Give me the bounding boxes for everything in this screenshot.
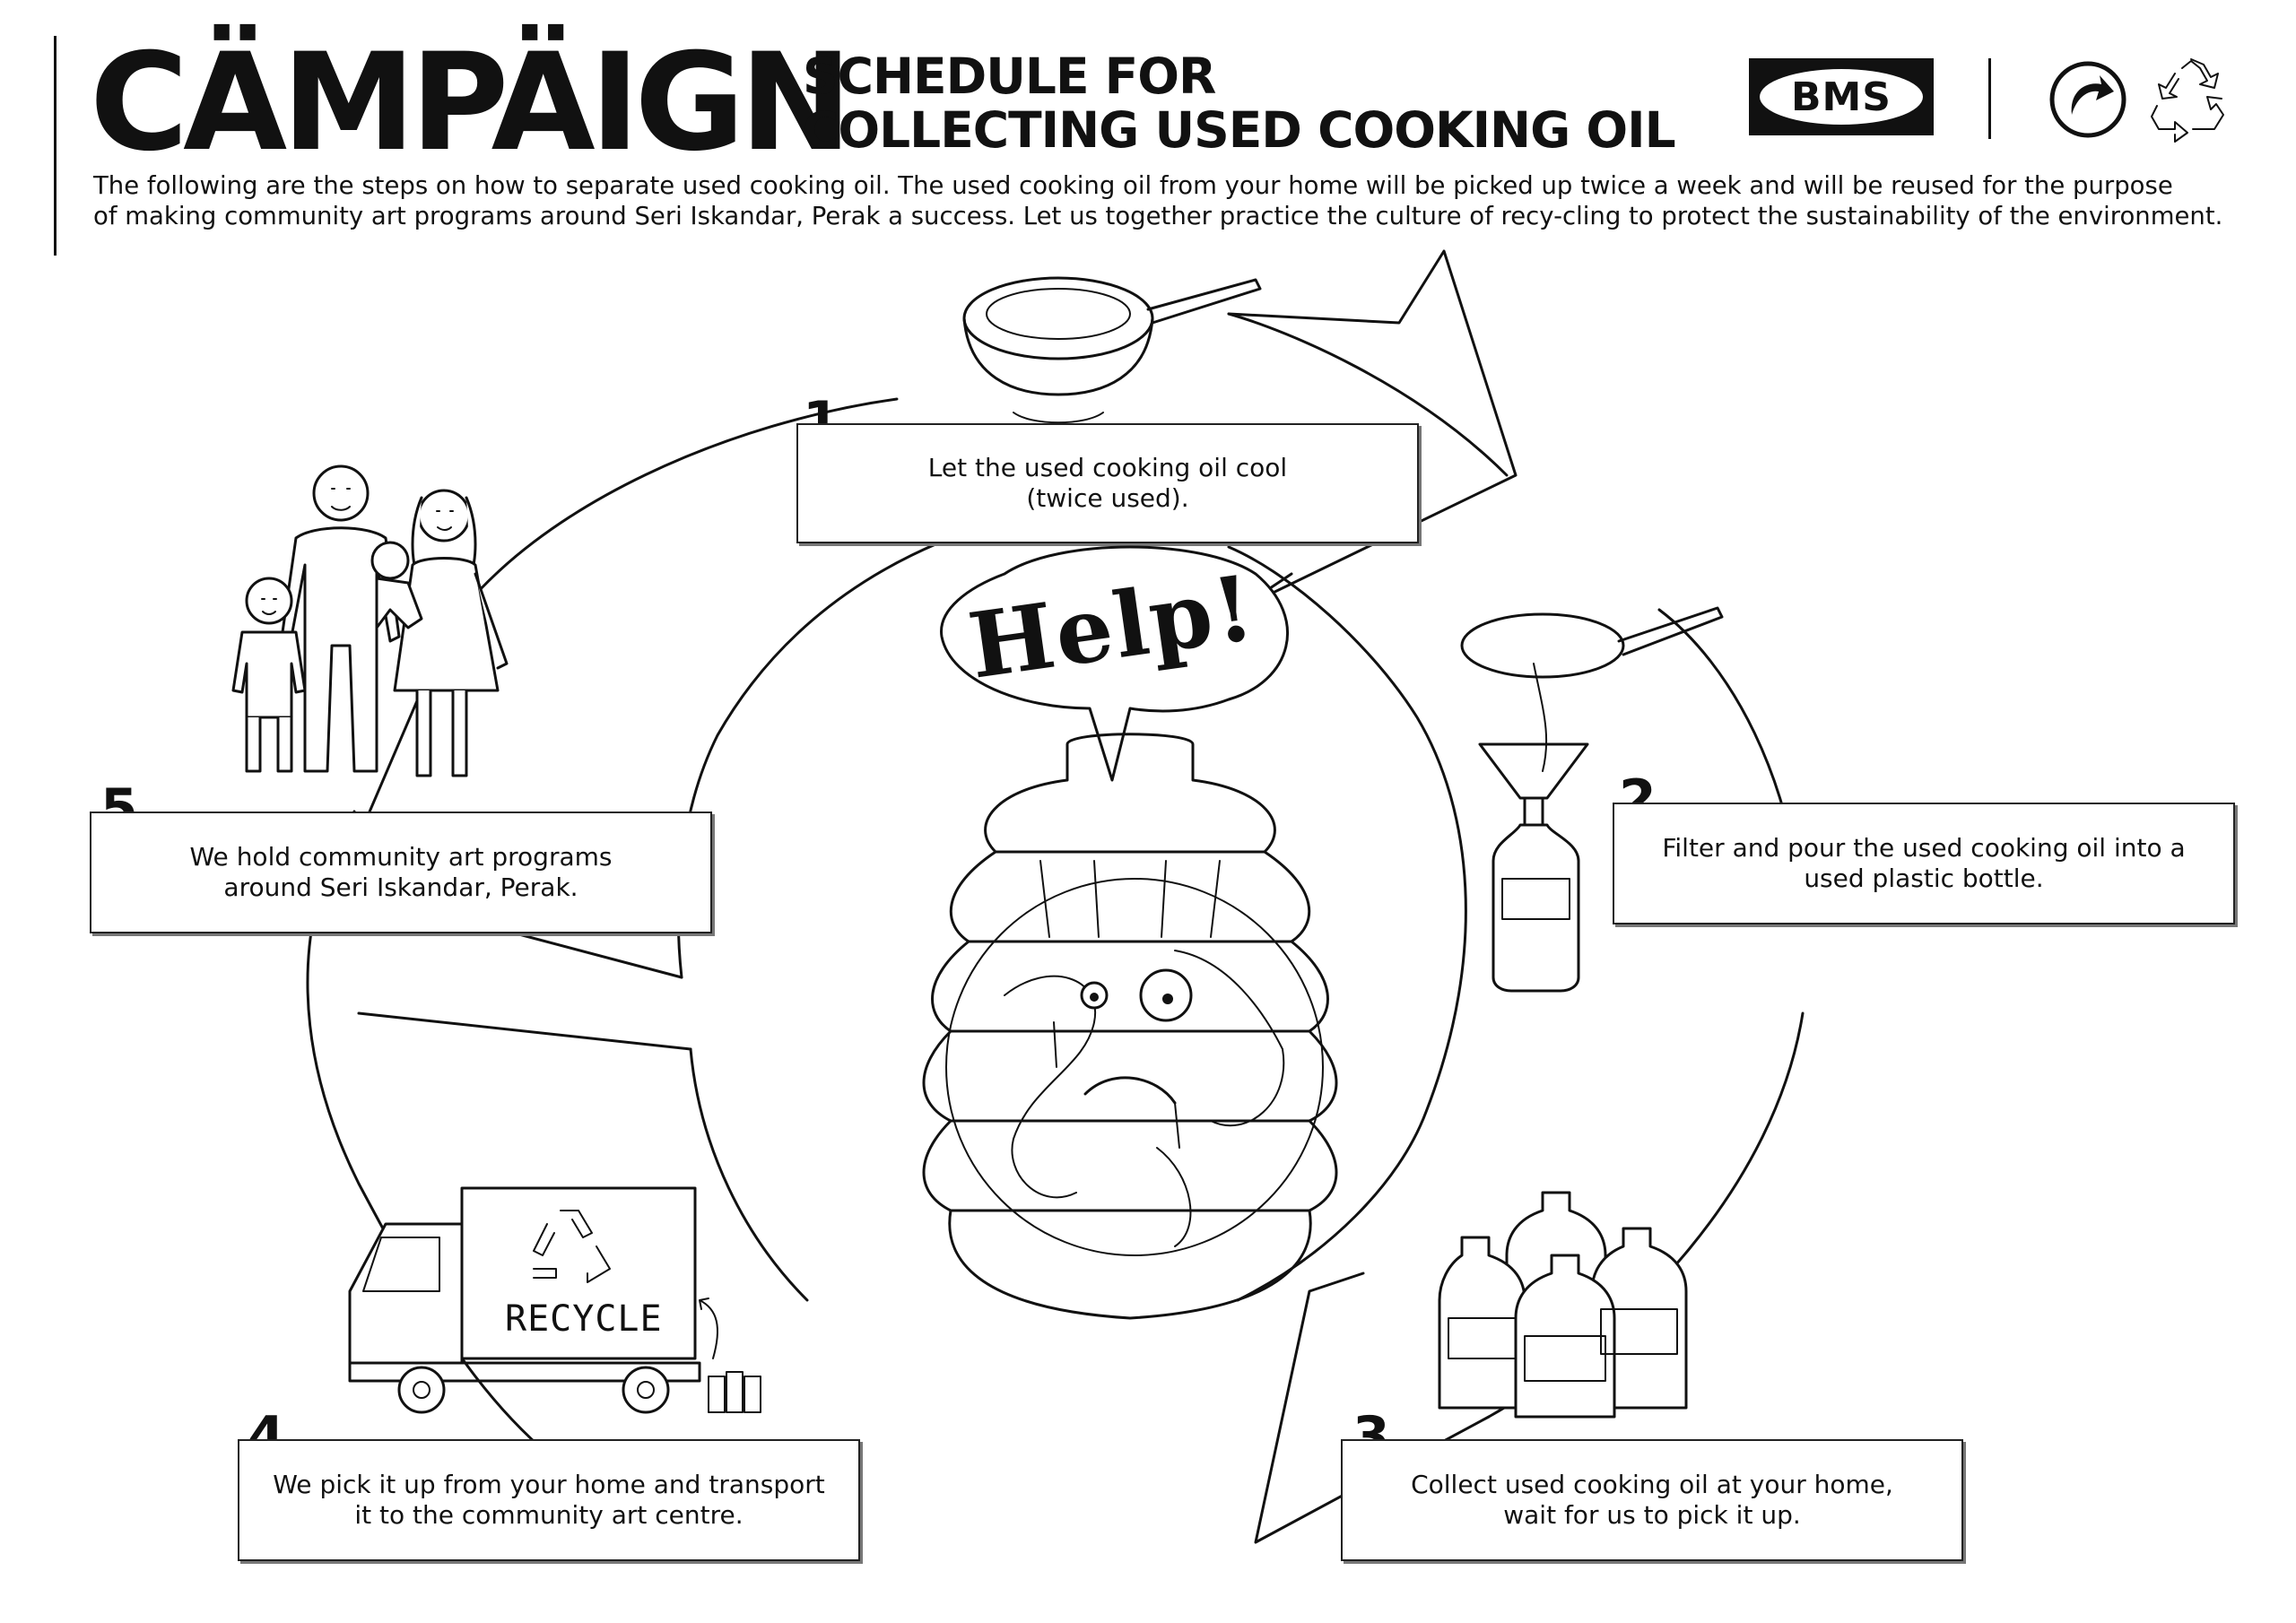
- step-2-line-2: used plastic bottle.: [1804, 864, 2044, 893]
- step-1-box: Let the used cooking oil cool (twice use…: [796, 423, 1419, 543]
- green-dot-icon: [2049, 61, 2126, 138]
- family-icon: [231, 464, 509, 777]
- subtitle-line-1: SCHEDULE FOR: [803, 48, 1216, 105]
- step-5-line-1: We hold community art programs: [189, 842, 613, 872]
- oil-bottles-icon: [1438, 1191, 1688, 1419]
- subtitle-line-2: COLLECTING USED COOKING OIL: [803, 101, 1676, 159]
- step-4-box: We pick it up from your home and transpo…: [238, 1439, 860, 1561]
- recycle-icon: [2151, 58, 2224, 143]
- step-5-box: We hold community art programs around Se…: [90, 812, 712, 933]
- step-5-line-2: around Seri Iskandar, Perak.: [223, 872, 578, 902]
- step-1-line-1: Let the used cooking oil cool: [927, 453, 1288, 482]
- campaign-subtitle: SCHEDULE FOR COLLECTING USED COOKING OIL: [803, 48, 1676, 159]
- step-2-line-1: Filter and pour the used cooking oil int…: [1662, 833, 2186, 863]
- step-3-line-2: wait for us to pick it up.: [1503, 1500, 1801, 1530]
- bottle-earth-illustration: [922, 733, 1338, 1320]
- recycle-truck-icon: [348, 1186, 761, 1414]
- speech-bubble: [940, 545, 1290, 782]
- intro-line-1: The following are the steps on how to se…: [93, 171, 2173, 200]
- step-3-line-1: Collect used cooking oil at your home,: [1411, 1470, 1893, 1499]
- bms-logo: BMS: [1749, 58, 1934, 135]
- campaign-title: CÄMPÄIGN: [90, 25, 852, 181]
- left-rule: [54, 36, 57, 256]
- step-4-line-1: We pick it up from your home and transpo…: [273, 1470, 825, 1499]
- truck-label: RECYCLE: [505, 1298, 663, 1340]
- header-divider: [1988, 58, 1991, 139]
- funnel-bottle-icon: [1460, 606, 1724, 993]
- intro-paragraph: The following are the steps on how to se…: [93, 170, 2264, 231]
- step-2-box: Filter and pour the used cooking oil int…: [1613, 803, 2235, 924]
- step-1-line-2: (twice used).: [1026, 483, 1189, 513]
- bms-logo-text: BMS: [1760, 69, 1923, 125]
- intro-line-2: of making community art programs around …: [93, 202, 2223, 230]
- step-4-line-2: it to the community art centre.: [354, 1500, 744, 1530]
- step-3-box: Collect used cooking oil at your home, w…: [1341, 1439, 1963, 1561]
- frying-pan-icon: [962, 276, 1262, 424]
